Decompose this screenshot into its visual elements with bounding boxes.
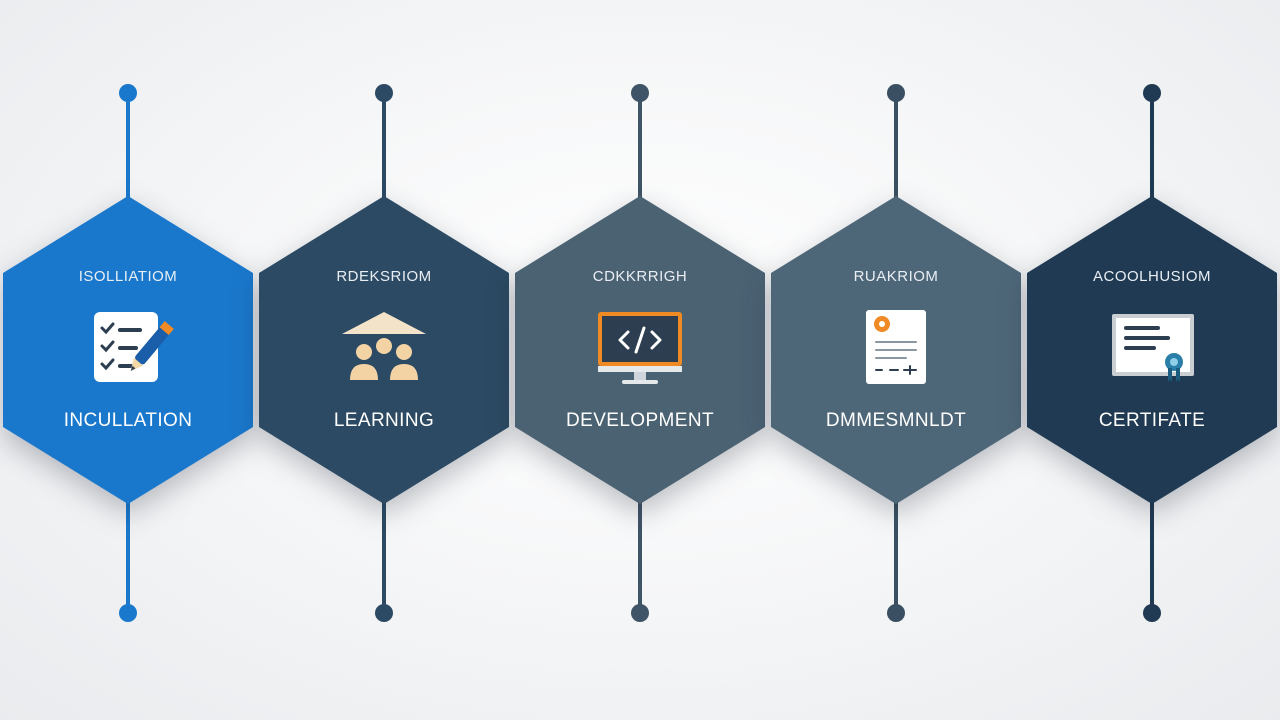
step-label: LEARNING [333, 410, 435, 431]
step-label: DEVELOPMENT [566, 410, 714, 431]
checklist-icon [78, 308, 178, 388]
connector-node-top [119, 84, 137, 102]
connector-line-bottom [382, 500, 386, 614]
step-label: CERTIFATE [1098, 410, 1206, 431]
step-4: RUAKRIOM [768, 0, 1024, 720]
connector-line-top [126, 92, 130, 204]
hexagon: CDKKRRIGH DEVELO [515, 196, 765, 504]
connector-node-top [887, 84, 905, 102]
certificate-icon [1102, 308, 1202, 388]
step-label: INCULLATION [63, 410, 193, 431]
connector-node-top [375, 84, 393, 102]
hexagon: RDEKSRIOM LEARNING [259, 196, 509, 504]
connector-node-top [1143, 84, 1161, 102]
connector-line-top [1150, 92, 1154, 204]
step-label: DMMESMNLDT [825, 410, 967, 431]
step-2: RDEKSRIOM LEARNING [256, 0, 512, 720]
hexagon: ISOLLIATIOM [3, 196, 253, 504]
connector-node-top [631, 84, 649, 102]
step-title: ACOOLHUSIOM [1092, 268, 1211, 285]
group-learning-icon [334, 308, 434, 388]
connector-line-bottom [638, 500, 642, 614]
connector-line-top [638, 92, 642, 204]
connector-line-bottom [1150, 500, 1154, 614]
hexagon: ACOOLHUSIOM [1027, 196, 1277, 504]
connector-line-bottom [894, 500, 898, 614]
step-5: ACOOLHUSIOM [1024, 0, 1280, 720]
connector-node-bottom [631, 604, 649, 622]
hexagon: RUAKRIOM [771, 196, 1021, 504]
step-title: RUAKRIOM [853, 268, 939, 285]
document-icon [846, 308, 946, 388]
code-monitor-icon [590, 308, 690, 388]
connector-line-top [382, 92, 386, 204]
step-title: CDKKRRIGH [592, 268, 688, 285]
step-1: ISOLLIATIOM [0, 0, 256, 720]
step-3: CDKKRRIGH DEVELO [512, 0, 768, 720]
connector-node-bottom [887, 604, 905, 622]
connector-node-bottom [119, 604, 137, 622]
connector-node-bottom [1143, 604, 1161, 622]
step-title: RDEKSRIOM [336, 268, 432, 285]
connector-line-bottom [126, 500, 130, 614]
connector-node-bottom [375, 604, 393, 622]
connector-line-top [894, 92, 898, 204]
step-title: ISOLLIATIOM [78, 268, 178, 285]
